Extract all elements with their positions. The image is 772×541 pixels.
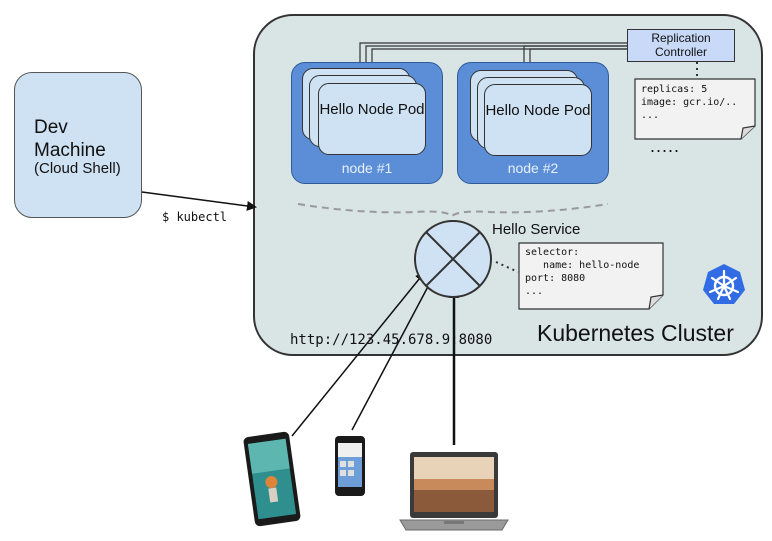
rc-config-note	[634, 78, 756, 140]
kubectl-command: $ kubectl	[162, 210, 228, 224]
rc-config-line: image: gcr.io/..	[641, 97, 738, 108]
pod-label: Hello Node Pod	[485, 102, 591, 119]
hello-service-label: Hello Service	[492, 221, 581, 238]
rc-config-line: ...	[641, 110, 660, 121]
phone-icon	[335, 436, 365, 496]
replication-controller-label: Replication Controller	[627, 31, 735, 59]
dev-machine-title: Dev Machine	[34, 117, 106, 161]
service-note-link	[495, 261, 519, 273]
service-config-line: name: hello-node	[525, 260, 640, 271]
service-config-line: selector:	[525, 247, 580, 258]
rc-config-line: replicas: 5	[641, 84, 708, 95]
laptop-icon	[399, 452, 509, 531]
kubernetes-logo-icon	[703, 264, 745, 304]
rc-label-text: Replication Controller	[651, 31, 711, 59]
service-selector-brace	[297, 203, 609, 218]
hello-node-pod	[484, 84, 592, 156]
service-url: http://123.45.678.9:8080	[290, 332, 493, 348]
phone-arrow	[351, 277, 433, 431]
service-config-line: ...	[525, 286, 544, 297]
kubectl-arrow	[141, 191, 257, 211]
hello-node-pod	[318, 83, 426, 155]
dev-machine-box	[14, 72, 142, 218]
node-label: node #1	[341, 160, 393, 176]
rc-more-dots: .....	[650, 136, 681, 156]
tablet-arrow	[291, 271, 426, 437]
dev-machine-subtitle: (Cloud Shell)	[34, 160, 121, 177]
replication-controller	[627, 29, 735, 62]
kubernetes-cluster-label: Kubernetes Cluster	[537, 320, 734, 346]
hello-service-icon	[414, 220, 492, 298]
pod-label: Hello Node Pod	[319, 101, 425, 118]
rc-wires	[359, 42, 627, 62]
service-config-line: port: 8080	[525, 273, 586, 284]
tablet-icon	[243, 431, 301, 527]
node-label: node #2	[507, 160, 559, 176]
service-config-note	[518, 242, 664, 310]
